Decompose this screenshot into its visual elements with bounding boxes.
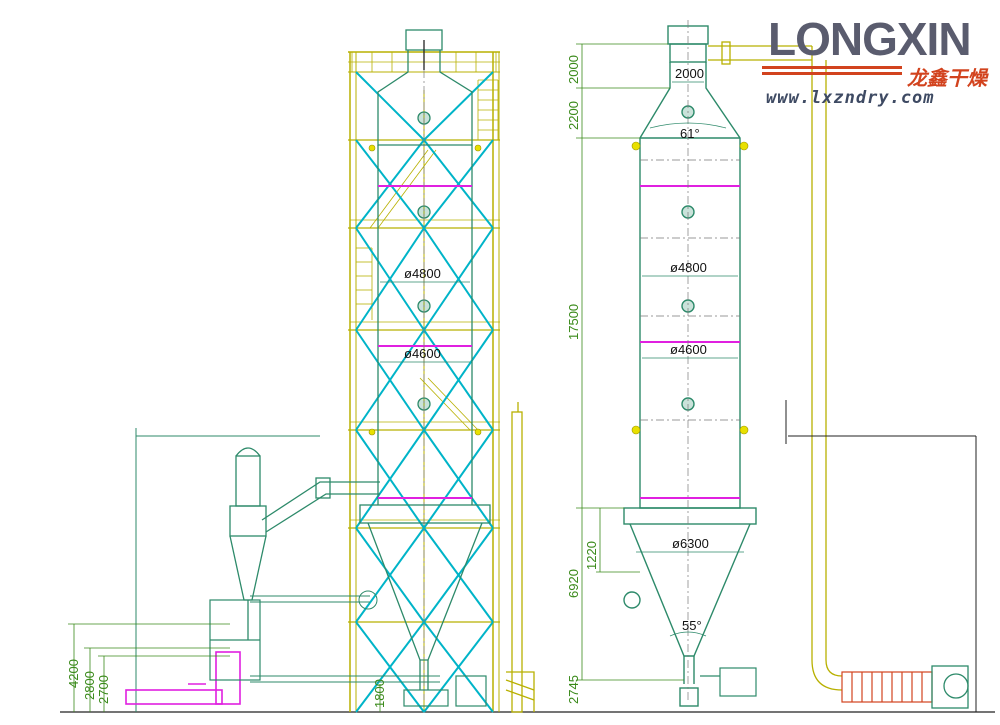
fan-housing — [931, 665, 969, 709]
right-diameter-lower: ø4600 — [670, 342, 707, 357]
logo-stripe — [762, 66, 902, 69]
bagging-station — [125, 651, 241, 705]
brand-name-chinese: 龙鑫干燥 — [907, 66, 987, 90]
right-tower-bands — [640, 185, 740, 499]
left-diameter-lower: ø4600 — [404, 346, 441, 361]
right-top-width: 2000 — [675, 66, 704, 81]
dim-right-1: 2200 — [566, 101, 581, 130]
right-air-line — [785, 400, 977, 712]
right-dimension-lines — [576, 43, 684, 681]
exhaust-duct — [708, 41, 843, 691]
exhaust-fan — [841, 671, 933, 703]
cross-bracing — [355, 71, 494, 713]
dim-left-3: 1800 — [372, 679, 387, 708]
right-cone-angle-top: 61° — [680, 126, 700, 141]
support-lugs — [368, 141, 749, 436]
left-tower-body — [359, 29, 491, 690]
dim-right-0: 2000 — [566, 55, 581, 84]
dim-left-2: 2700 — [96, 675, 111, 704]
cyclone-separator — [229, 447, 380, 640]
right-tower-axis — [640, 20, 740, 700]
dim-right-3: 1220 — [584, 541, 599, 570]
dim-left-1: 2800 — [82, 671, 97, 700]
right-tower-body — [623, 25, 757, 707]
right-diameter-base: ø6300 — [672, 536, 709, 551]
right-cone-angle-bottom: 55° — [682, 618, 702, 633]
dim-right-5: 2745 — [566, 675, 581, 704]
brand-url: www.lxzndry.com — [766, 88, 935, 108]
hot-air-pipe — [505, 402, 535, 713]
discharge-equipment — [209, 599, 487, 707]
horizontal-air-line — [135, 428, 440, 712]
left-diameter-upper: ø4800 — [404, 266, 441, 281]
dim-left-0: 4200 — [66, 659, 81, 688]
logo-stripe-2 — [762, 72, 902, 75]
right-diameter-upper: ø4800 — [670, 260, 707, 275]
left-tower-bands — [378, 185, 472, 499]
brand-name: LONGXIN — [768, 13, 972, 65]
dim-right-4: 6920 — [566, 569, 581, 598]
dim-right-2: 17500 — [566, 304, 581, 340]
right-equipment — [700, 667, 757, 697]
brand-logo: LONGXIN 龙鑫干燥 www.lxzndry.com — [760, 12, 995, 112]
left-dimension-lines — [68, 623, 381, 712]
